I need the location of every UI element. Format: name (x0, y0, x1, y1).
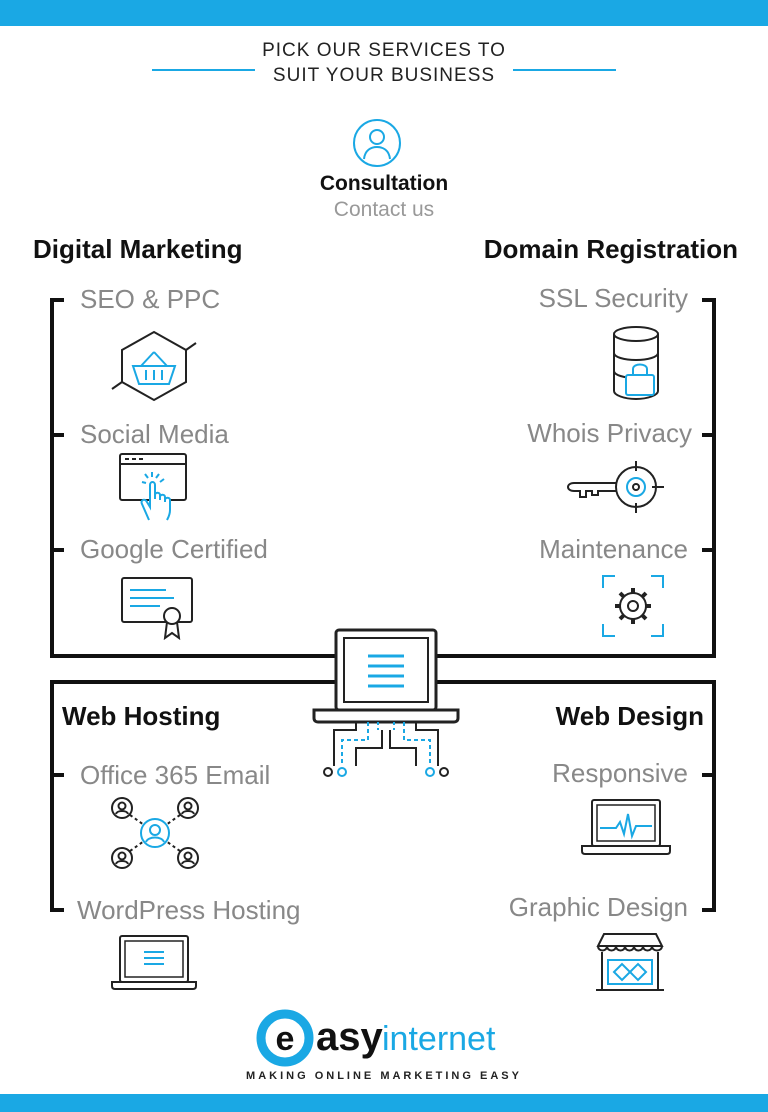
service-google-certified[interactable]: Google Certified (80, 534, 268, 564)
frame-left-upper (50, 298, 54, 656)
contact-us-link[interactable]: Contact us (333, 198, 435, 221)
tick (702, 773, 716, 777)
header-line-2: SUIT YOUR BUSINESS (272, 65, 496, 86)
logo-easy-text: e (276, 1020, 295, 1058)
service-maintenance[interactable]: Maintenance (539, 534, 688, 564)
tick (702, 908, 716, 912)
top-accent-bar (0, 0, 768, 26)
shopping-basket-icon (111, 330, 197, 402)
service-wordpress-hosting[interactable]: WordPress Hosting (77, 895, 301, 925)
user-icon (353, 119, 401, 167)
service-social-media[interactable]: Social Media (80, 419, 229, 449)
frame-left-lower (50, 680, 54, 912)
central-laptop-icon (312, 628, 460, 777)
digital-marketing-title: Digital Marketing (33, 234, 243, 264)
logo-internet-text: internet (382, 1020, 496, 1058)
key-target-icon (566, 461, 664, 513)
certificate-icon (121, 577, 193, 640)
service-responsive[interactable]: Responsive (552, 758, 688, 788)
service-seo-ppc[interactable]: SEO & PPC (80, 284, 221, 314)
tick (702, 298, 716, 302)
service-whois-privacy[interactable]: Whois Privacy (527, 418, 692, 448)
consultation-title: Consultation (319, 172, 449, 195)
logo-tagline: MAKING ONLINE MARKETING EASY (246, 1070, 522, 1082)
click-hand-icon (119, 453, 187, 521)
tick (50, 548, 64, 552)
logo-easy-rest: asy (316, 1015, 383, 1059)
user-network-icon (111, 797, 199, 869)
service-graphic-design[interactable]: Graphic Design (508, 892, 688, 922)
page-header: PICK OUR SERVICES TO SUIT YOUR BUSINESS (0, 38, 768, 88)
service-office-365-email[interactable]: Office 365 Email (80, 760, 271, 790)
tick (50, 433, 64, 437)
tick (702, 433, 716, 437)
frame-right-lower (712, 680, 716, 912)
storefront-icon (596, 933, 664, 991)
header-line-1: PICK OUR SERVICES TO (262, 40, 506, 61)
header-rule-right (513, 69, 616, 71)
web-hosting-title: Web Hosting (62, 701, 221, 731)
web-design-title: Web Design (555, 701, 704, 731)
tick (50, 908, 64, 912)
frame-right-upper (712, 298, 716, 656)
service-ssl-security[interactable]: SSL Security (538, 283, 688, 313)
bottom-accent-bar (0, 1094, 768, 1112)
domain-registration-title: Domain Registration (483, 234, 738, 264)
header-rule-left (152, 69, 255, 71)
tick (702, 548, 716, 552)
laptop-pulse-icon (581, 799, 671, 855)
laptop-icon (111, 935, 197, 990)
gear-icon (602, 575, 664, 637)
easy-internet-logo[interactable]: e asy internet (0, 1008, 768, 1073)
tick (50, 298, 64, 302)
database-lock-icon (613, 326, 659, 401)
logo-mark: e asy internet (256, 1009, 496, 1067)
tick (50, 773, 64, 777)
